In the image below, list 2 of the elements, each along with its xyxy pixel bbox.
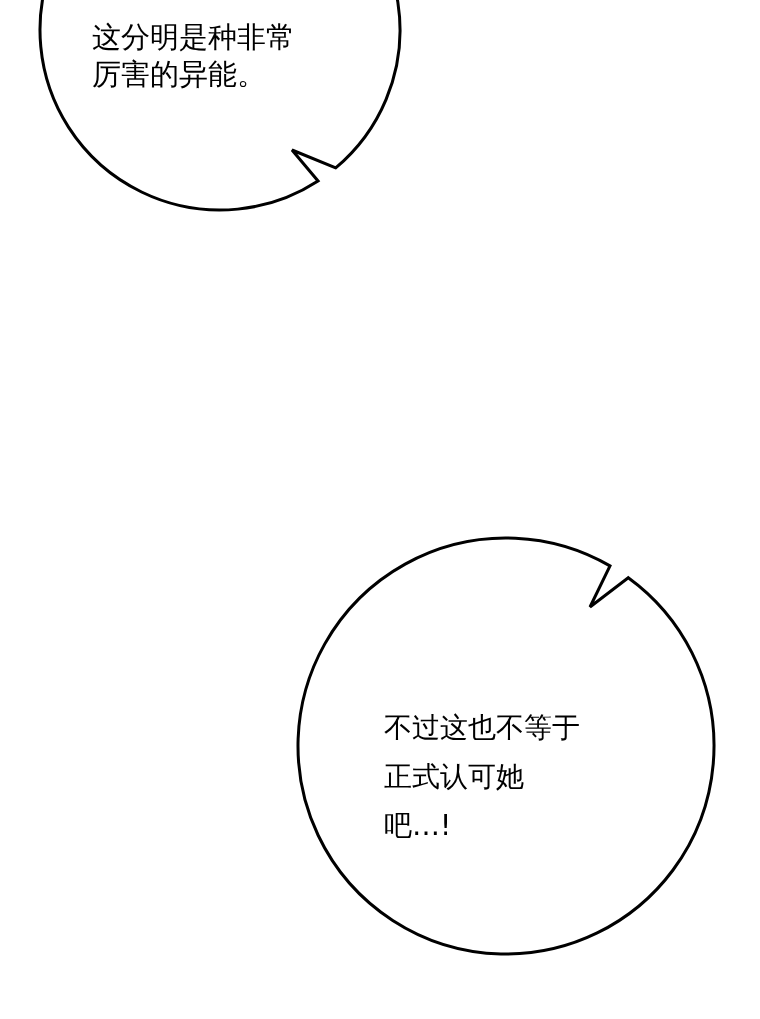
speech-text: 不过这也不等于正式认可她吧…!: [384, 710, 581, 844]
speech-text: 这分明是种非常厉害的异能。: [92, 19, 296, 93]
